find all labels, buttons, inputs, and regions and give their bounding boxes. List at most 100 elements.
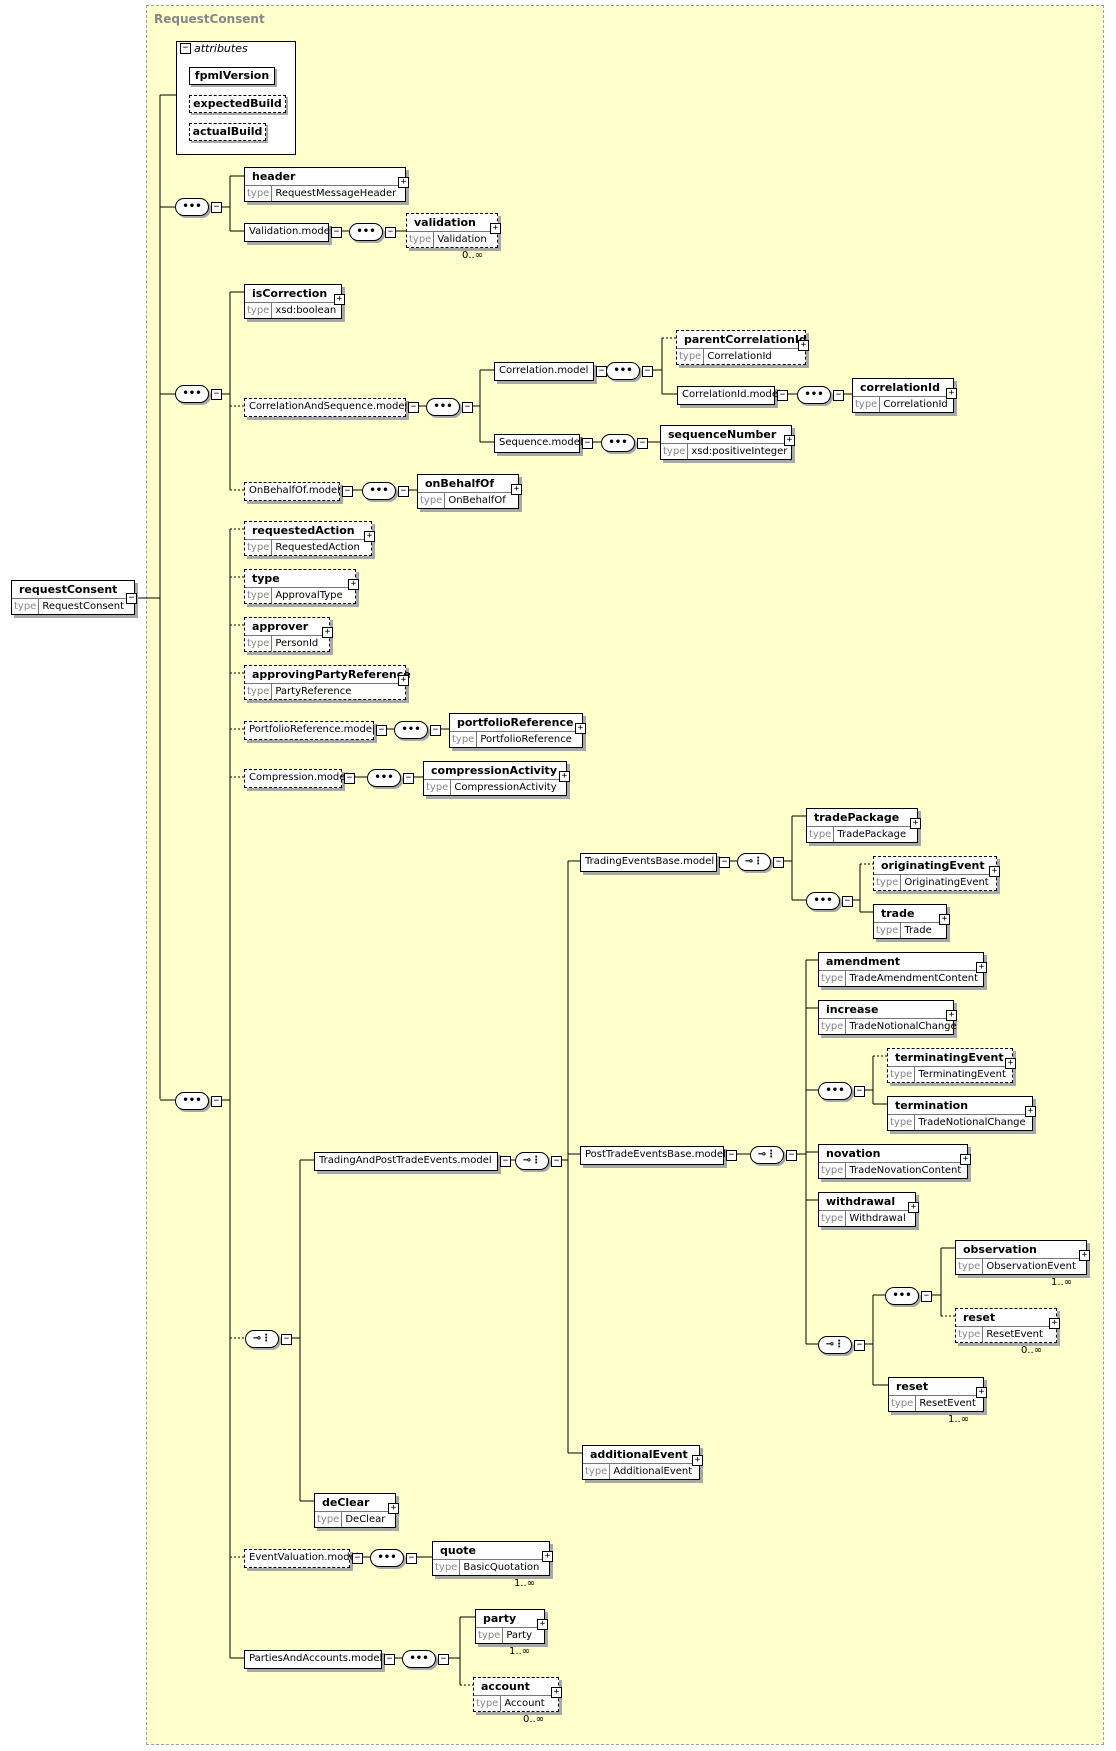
expand-icon[interactable]: + — [960, 1154, 971, 1165]
collapse-icon[interactable]: − — [385, 227, 396, 238]
collapse-icon[interactable]: − — [398, 486, 409, 497]
collapse-icon[interactable]: − — [637, 438, 648, 449]
sequence-compositor-icon[interactable]: ••• — [175, 1092, 209, 1110]
expand-icon[interactable]: + — [989, 866, 1000, 877]
expand-icon[interactable]: + — [490, 223, 501, 234]
expand-icon[interactable]: + — [946, 1010, 957, 1021]
collapse-icon[interactable]: − — [376, 725, 387, 736]
expand-icon[interactable]: + — [1005, 1058, 1016, 1069]
choice-compositor-icon[interactable]: ⊸⋮ — [737, 853, 771, 871]
group-sequence-model[interactable]: Sequence.model — [494, 434, 583, 453]
choice-compositor-icon[interactable]: ⊸⋮ — [818, 1336, 852, 1354]
group-compression-model[interactable]: Compression.model — [244, 769, 348, 788]
expand-icon[interactable]: + — [976, 962, 987, 973]
expand-icon[interactable]: + — [784, 435, 795, 446]
collapse-icon[interactable]: − — [500, 1156, 511, 1167]
group-on-behalf-of-model[interactable]: OnBehalfOf.model — [244, 482, 340, 501]
expand-icon[interactable]: + — [388, 1503, 399, 1514]
collapse-icon[interactable]: − — [582, 438, 593, 449]
collapse-icon[interactable]: − — [777, 390, 788, 401]
sequence-compositor-icon[interactable]: ••• — [175, 385, 209, 403]
collapse-icon[interactable]: − — [773, 857, 784, 868]
group-trading-and-post-trade-events-model[interactable]: TradingAndPostTradeEvents.model — [314, 1152, 498, 1171]
expand-icon[interactable]: + — [1025, 1106, 1036, 1117]
collapse-icon[interactable]: − — [344, 773, 355, 784]
collapse-icon[interactable]: − — [726, 1150, 737, 1161]
expand-icon[interactable]: + — [398, 675, 409, 686]
attribute-expectedbuild[interactable]: expectedBuild — [189, 95, 286, 113]
collapse-icon[interactable]: − — [438, 1654, 449, 1665]
attribute-fpmlversion[interactable]: fpmlVersion — [189, 67, 275, 85]
collapse-icon[interactable]: − — [833, 390, 844, 401]
collapse-icon[interactable]: − — [719, 857, 730, 868]
expand-icon[interactable]: + — [559, 771, 570, 782]
collapse-icon[interactable]: − — [854, 1340, 865, 1351]
choice-compositor-icon[interactable]: ⊸⋮ — [750, 1146, 784, 1164]
collapse-icon[interactable]: − — [342, 486, 353, 497]
collapse-icon[interactable]: − — [430, 725, 441, 736]
group-trading-events-base-model[interactable]: TradingEventsBase.model — [580, 853, 717, 872]
group-parties-and-accounts-model[interactable]: PartiesAndAccounts.model — [244, 1650, 382, 1669]
sequence-compositor-icon[interactable]: ••• — [601, 434, 635, 452]
collapse-icon[interactable]: − — [854, 1086, 865, 1097]
collapse-icon[interactable]: − — [211, 389, 222, 400]
sequence-compositor-icon[interactable]: ••• — [175, 198, 209, 216]
sequence-compositor-icon[interactable]: ••• — [367, 769, 401, 787]
attribute-actualbuild[interactable]: actualBuild — [189, 123, 266, 141]
collapse-icon[interactable]: − — [211, 1096, 222, 1107]
collapse-icon[interactable]: − — [384, 1654, 395, 1665]
expand-icon[interactable]: + — [322, 627, 333, 638]
sequence-compositor-icon[interactable]: ••• — [394, 721, 428, 739]
expand-icon[interactable]: + — [348, 579, 359, 590]
expand-icon[interactable]: + — [939, 914, 950, 925]
sequence-compositor-icon[interactable]: ••• — [818, 1082, 852, 1100]
collapse-icon[interactable]: − — [551, 1156, 562, 1167]
expand-icon[interactable]: + — [692, 1455, 703, 1466]
expand-icon[interactable]: + — [1049, 1318, 1060, 1329]
choice-compositor-icon[interactable]: ⊸⋮ — [245, 1330, 279, 1348]
collapse-icon[interactable]: − — [331, 227, 342, 238]
expand-icon[interactable]: + — [575, 723, 586, 734]
expand-icon[interactable]: + — [398, 177, 409, 188]
expand-icon[interactable]: + — [364, 531, 375, 542]
sequence-compositor-icon[interactable]: ••• — [606, 362, 640, 380]
collapse-icon[interactable]: − — [211, 202, 222, 213]
group-correlation-and-sequence-model[interactable]: CorrelationAndSequence.model — [244, 398, 407, 417]
collapse-icon[interactable]: − — [786, 1150, 797, 1161]
sequence-compositor-icon[interactable]: ••• — [362, 482, 396, 500]
collapse-icon[interactable]: − — [842, 896, 853, 907]
sequence-compositor-icon[interactable]: ••• — [806, 892, 840, 910]
collapse-icon[interactable]: − — [462, 402, 473, 413]
collapse-icon[interactable]: − — [180, 43, 191, 54]
group-validation-model[interactable]: Validation.model — [244, 223, 333, 242]
expand-icon[interactable]: + — [798, 340, 809, 351]
collapse-icon[interactable]: − — [352, 1553, 363, 1564]
group-portfolio-reference-model[interactable]: PortfolioReference.model — [244, 721, 375, 740]
expand-icon[interactable]: + — [334, 294, 345, 305]
